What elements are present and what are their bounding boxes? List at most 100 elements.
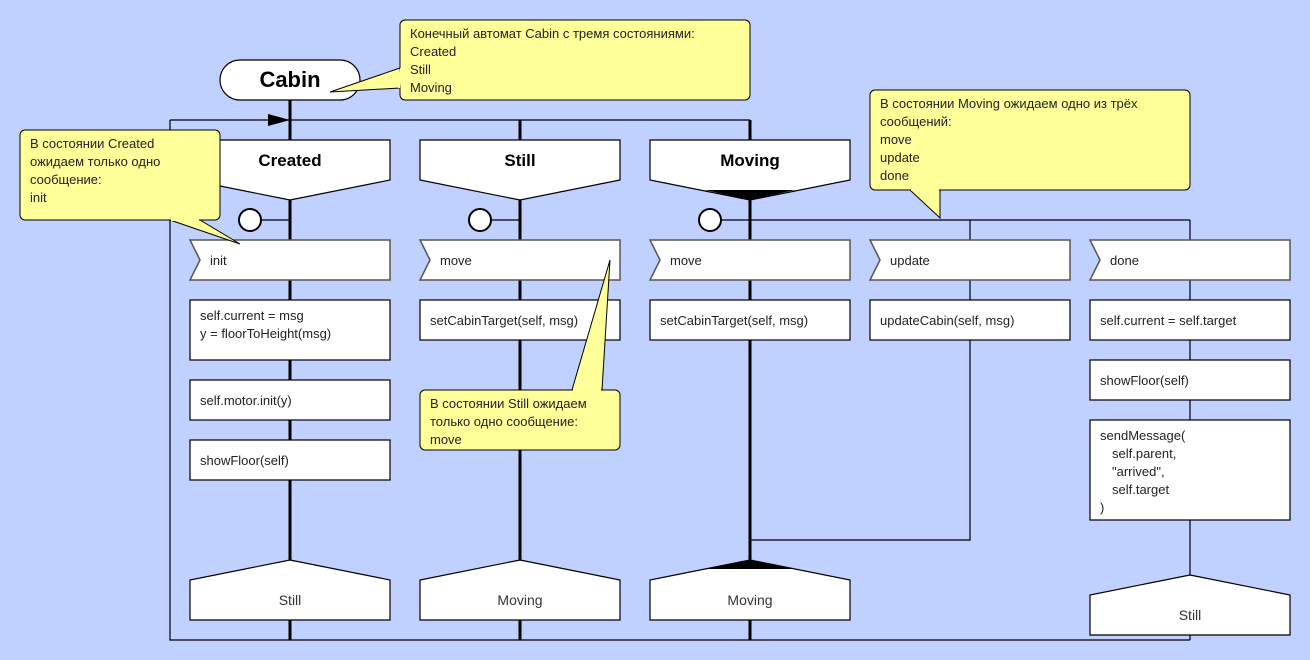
loop-arrow-icon bbox=[268, 114, 290, 126]
note-box bbox=[419, 389, 621, 451]
action-line: setCabinTarget(self, msg) bbox=[660, 313, 808, 328]
note-line: сообщение: bbox=[30, 172, 102, 187]
action-line: updateCabin(self, msg) bbox=[880, 313, 1014, 328]
note-tail bbox=[908, 189, 941, 220]
action-line: self.target bbox=[1112, 482, 1169, 497]
state-header-created[interactable]: Created bbox=[189, 139, 391, 201]
action-line: self.current = self.target bbox=[1100, 313, 1237, 328]
note-moving: В состоянии Moving ожидаем одно из трёх с… bbox=[869, 89, 1191, 220]
action-shape bbox=[419, 299, 621, 341]
receive-message-move[interactable]: move bbox=[648, 239, 851, 281]
action-line: showFloor(self) bbox=[200, 453, 289, 468]
action-shape bbox=[189, 439, 391, 481]
state-header-moving[interactable]: Moving bbox=[649, 139, 851, 201]
action-line: showFloor(self) bbox=[1100, 373, 1189, 388]
action-block[interactable]: self.current = self.target bbox=[1089, 299, 1291, 341]
action-shape bbox=[1089, 359, 1291, 401]
receive-message-update[interactable]: update bbox=[868, 239, 1071, 281]
action-block[interactable]: showFloor(self) bbox=[1089, 359, 1291, 401]
diagram-title[interactable]: Cabin bbox=[219, 59, 361, 101]
address-shape bbox=[649, 559, 851, 621]
receive-message-done[interactable]: done bbox=[1088, 239, 1291, 281]
receive-label: update bbox=[890, 253, 930, 268]
note-created: В состоянии Created ожидаем только одно со… bbox=[19, 129, 241, 245]
receive-shape bbox=[1088, 239, 1291, 281]
note-title: Конечный автомат Cabin с тремя состояния… bbox=[329, 19, 751, 101]
next-state-label: Still bbox=[279, 592, 302, 608]
branch-init: Created init self.current = msg y = floorTo… bbox=[188, 139, 391, 621]
note-line: ожидаем только одно bbox=[30, 154, 160, 169]
next-state-still[interactable]: Still bbox=[189, 559, 391, 621]
branch-done: done self.current = self.target showFloor(… bbox=[1088, 239, 1291, 636]
next-state-moving[interactable]: Moving bbox=[419, 559, 621, 621]
note-still: В состоянии Still ожидаем только одно соо… bbox=[419, 259, 621, 451]
receive-message-move[interactable]: move bbox=[418, 239, 621, 281]
note-line: update bbox=[880, 150, 920, 165]
receive-label: move bbox=[670, 253, 702, 268]
action-block[interactable]: setCabinTarget(self, msg) bbox=[419, 299, 621, 341]
action-block[interactable]: self.motor.init(y) bbox=[189, 379, 391, 421]
pin-circle-icon bbox=[468, 208, 492, 232]
action-shape bbox=[649, 299, 851, 341]
address-shape bbox=[1089, 574, 1291, 636]
note-line: В состоянии Created bbox=[30, 136, 154, 151]
next-state-still[interactable]: Still bbox=[1089, 574, 1291, 636]
switch-marker-icon bbox=[705, 190, 795, 200]
action-line: setCabinTarget(self, msg) bbox=[430, 313, 578, 328]
action-line: ) bbox=[1100, 500, 1104, 515]
note-line: Created bbox=[410, 44, 456, 59]
receive-shape bbox=[648, 239, 851, 281]
action-block[interactable]: showFloor(self) bbox=[189, 439, 391, 481]
title-label: Cabin bbox=[259, 67, 320, 92]
receive-label: move bbox=[440, 253, 472, 268]
switch-end-marker-icon bbox=[705, 560, 795, 569]
receive-label: init bbox=[210, 253, 227, 268]
receive-label: done bbox=[1110, 253, 1139, 268]
address-shape bbox=[189, 559, 391, 621]
note-line: move bbox=[880, 132, 912, 147]
note-line: только одно сообщение: bbox=[430, 414, 578, 429]
action-shape bbox=[869, 299, 1071, 341]
action-block[interactable]: setCabinTarget(self, msg) bbox=[649, 299, 851, 341]
note-line: сообщений: bbox=[880, 114, 952, 129]
address-shape bbox=[419, 559, 621, 621]
pin-circle-icon bbox=[238, 208, 262, 232]
next-state-label: Moving bbox=[727, 592, 772, 608]
next-state-moving[interactable]: Moving bbox=[649, 559, 851, 621]
action-block[interactable]: updateCabin(self, msg) bbox=[869, 299, 1071, 341]
action-line: "arrived", bbox=[1112, 464, 1165, 479]
note-box bbox=[399, 19, 751, 101]
note-box bbox=[869, 89, 1191, 191]
branch-update: update updateCabin(self, msg) bbox=[868, 239, 1071, 341]
action-block[interactable]: sendMessage(self.parent,"arrived",self.t… bbox=[1089, 419, 1291, 521]
note-box bbox=[19, 129, 221, 221]
branch-move: Still move setCabinTarget(self, msg) Moving bbox=[418, 139, 621, 621]
note-line: В состоянии Still ожидаем bbox=[430, 396, 587, 411]
action-line: self.parent, bbox=[1112, 446, 1176, 461]
state-shape bbox=[649, 139, 851, 201]
receive-shape bbox=[418, 239, 621, 281]
action-shape bbox=[189, 379, 391, 421]
action-line: self.motor.init(y) bbox=[200, 393, 292, 408]
state-label: Moving bbox=[720, 151, 780, 170]
note-line: Moving bbox=[410, 80, 452, 95]
receive-message-init[interactable]: init bbox=[188, 239, 391, 281]
branch-move: Moving move setCabinTarget(self, msg) Movin… bbox=[648, 139, 851, 621]
note-line: done bbox=[880, 168, 909, 183]
loop-line bbox=[169, 119, 1190, 641]
receive-shape bbox=[188, 239, 391, 281]
next-state-label: Still bbox=[1179, 607, 1202, 623]
action-block[interactable]: self.current = msg y = floorToHeight(msg) bbox=[189, 299, 391, 361]
note-line: В состоянии Moving ожидаем одно из трёх bbox=[880, 96, 1138, 111]
state-label: Still bbox=[504, 151, 535, 170]
title-shape bbox=[219, 59, 361, 101]
next-state-label: Moving bbox=[497, 592, 542, 608]
action-line: self.current = msg bbox=[200, 308, 304, 323]
pin-circle-icon bbox=[698, 208, 722, 232]
action-shape bbox=[1089, 419, 1291, 521]
action-line: y = floorToHeight(msg) bbox=[200, 326, 331, 341]
action-shape bbox=[189, 299, 391, 361]
state-header-still[interactable]: Still bbox=[419, 139, 621, 201]
action-shape bbox=[1089, 299, 1291, 341]
